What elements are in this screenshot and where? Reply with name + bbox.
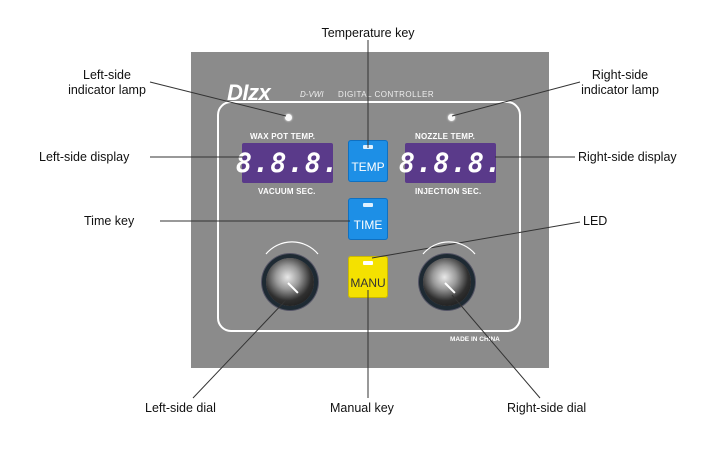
left-dial[interactable]	[266, 258, 314, 306]
left-display: 8.8.8.	[236, 143, 338, 183]
made-in-label: MADE IN CHINA	[450, 336, 500, 343]
left-top-label: WAX POT TEMP.	[250, 132, 316, 141]
left-display-digits: 8.8.8.	[235, 147, 340, 179]
controller-subtitle: DIGITAL CONTROLLER	[338, 90, 435, 99]
right-top-label: NOZZLE TEMP.	[415, 132, 476, 141]
callout-right-dial: Right-side dial	[507, 401, 587, 415]
callout-time-key: Time key	[84, 214, 135, 228]
model-number: D-VWI	[300, 90, 324, 99]
temp-key-led	[363, 145, 373, 149]
manu-key-led	[363, 261, 373, 265]
callout-right-display: Right-side display	[578, 150, 677, 164]
left-indicator-lamp	[285, 114, 292, 121]
temp-key[interactable]: TEMP	[348, 140, 388, 182]
callout-temperature-key: Temperature key	[321, 26, 415, 40]
manu-key[interactable]: MANU	[348, 256, 388, 298]
time-key-led	[363, 203, 373, 207]
right-bottom-label: INJECTION SEC.	[415, 187, 482, 196]
right-indicator-lamp	[448, 114, 455, 121]
manu-key-label: MANU	[350, 276, 386, 290]
right-display: 8.8.8.	[399, 143, 501, 183]
callout-left-display: Left-side display	[39, 150, 130, 164]
callout-left-lamp: Left-side indicator lamp	[68, 68, 146, 97]
left-bottom-label: VACUUM SEC.	[258, 187, 316, 196]
time-key[interactable]: TIME	[348, 198, 388, 240]
callout-right-lamp: Right-side indicator lamp	[581, 68, 659, 97]
right-dial[interactable]	[423, 258, 471, 306]
callout-led: LED	[583, 214, 608, 228]
panel-frame	[217, 101, 521, 332]
right-display-digits: 8.8.8.	[398, 147, 503, 179]
callout-left-dial: Left-side dial	[145, 401, 216, 415]
callout-manual-key: Manual key	[330, 401, 394, 415]
brand-logo: DIzx	[227, 80, 271, 105]
time-key-label: TIME	[353, 218, 383, 232]
temp-key-label: TEMP	[351, 160, 385, 174]
